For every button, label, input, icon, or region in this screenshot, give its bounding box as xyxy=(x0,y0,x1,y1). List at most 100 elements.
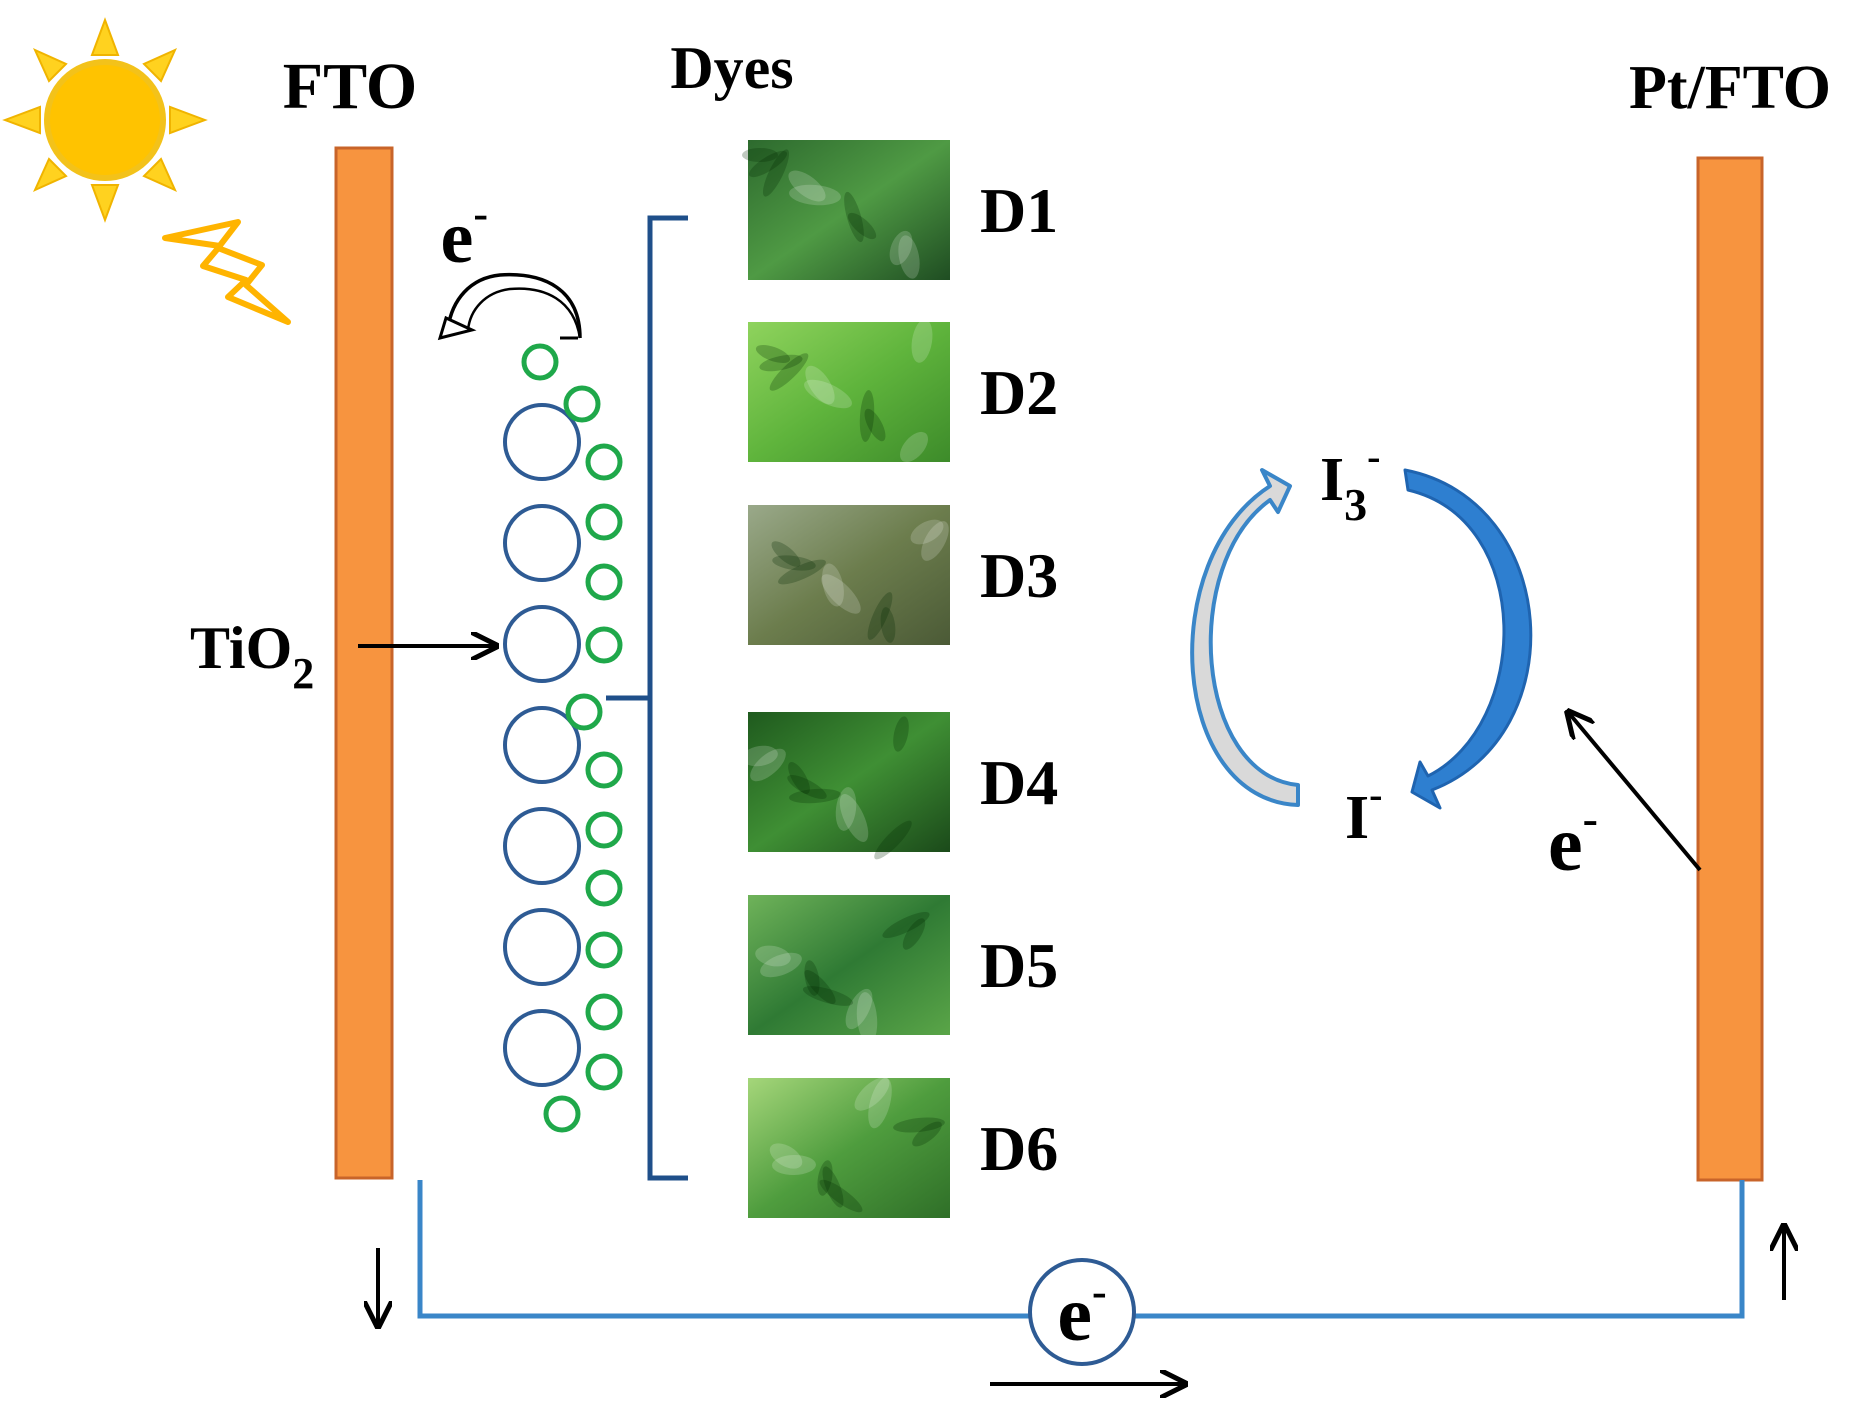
reduction-arrow xyxy=(1403,468,1533,810)
dye-label: D6 xyxy=(980,1113,1058,1184)
dye-molecule xyxy=(521,343,559,381)
leaf-texture xyxy=(787,774,827,800)
leaf-texture xyxy=(835,787,857,831)
dye-label: D5 xyxy=(980,930,1058,1001)
leaf-texture xyxy=(788,170,826,202)
leaf-texture xyxy=(760,952,802,978)
oxidation-arrow xyxy=(1190,468,1300,807)
tio2-label: TiO2 xyxy=(190,615,314,698)
circuit-electron: e- xyxy=(1028,1258,1136,1366)
iodide-label: I- xyxy=(1345,772,1382,852)
dye-photo-long-thin-leaves xyxy=(748,895,950,1035)
leaf-texture xyxy=(874,820,912,860)
dye-molecule xyxy=(585,993,623,1031)
leaf-texture xyxy=(867,592,893,640)
leaf-texture xyxy=(788,762,810,794)
leaf-texture xyxy=(822,563,844,607)
dye-photo-leafy-shrub-with-buds xyxy=(748,140,950,280)
leaf-texture xyxy=(742,148,778,162)
leaf-texture xyxy=(789,184,841,206)
fto-electrode xyxy=(334,146,394,1180)
dye-photo-dense-grass-leaves xyxy=(748,712,950,852)
dye-molecule xyxy=(585,811,623,849)
lightning-icon xyxy=(162,219,291,325)
leaf-texture xyxy=(769,353,809,391)
leaf-texture xyxy=(759,354,803,372)
leaf-texture xyxy=(771,541,801,567)
leaf-texture xyxy=(805,365,835,405)
dye-molecules xyxy=(521,343,623,1133)
dye-label: D1 xyxy=(980,175,1058,246)
dye-molecule xyxy=(585,503,623,541)
dye-label: D3 xyxy=(980,540,1058,611)
leaf-texture xyxy=(859,390,875,442)
leaf-texture xyxy=(889,230,913,266)
leaf-texture xyxy=(899,431,929,463)
leaf-texture xyxy=(742,745,778,767)
leaf-texture xyxy=(902,918,926,950)
fto-label: FTO xyxy=(283,50,417,123)
leaf-texture xyxy=(910,519,944,545)
dye-label: D2 xyxy=(980,357,1058,428)
leaf-texture xyxy=(847,212,877,240)
sun-icon xyxy=(2,17,208,223)
leaf-texture xyxy=(845,988,873,1030)
tio2-particle xyxy=(503,504,581,582)
tio2-particle xyxy=(503,807,581,885)
leaf-texture xyxy=(804,960,820,996)
leaf-texture xyxy=(911,319,933,363)
electron-injection-arrow xyxy=(437,272,582,341)
leaf-texture xyxy=(817,1160,833,1196)
leaf-texture xyxy=(772,555,816,571)
leaf-texture xyxy=(893,716,909,752)
leaf-texture xyxy=(856,992,878,1044)
dye-label: D4 xyxy=(980,747,1058,818)
leaf-texture xyxy=(819,1179,863,1213)
tio2-particles xyxy=(503,403,581,1087)
dye-item: D6 xyxy=(748,1077,1058,1218)
leaf-texture xyxy=(762,149,790,197)
svg-text:e-: e- xyxy=(1057,1267,1106,1357)
dye-molecule xyxy=(585,751,623,789)
leaf-texture xyxy=(898,235,920,279)
pt-fto-electrode xyxy=(1696,156,1764,1182)
leaf-texture xyxy=(880,607,896,643)
leaf-texture xyxy=(748,150,788,178)
dye-molecule xyxy=(585,1053,623,1091)
leaf-texture xyxy=(789,788,841,804)
leaf-texture xyxy=(864,408,886,442)
counter-electron-label: e- xyxy=(1548,793,1598,887)
leaf-texture xyxy=(822,1166,844,1208)
dye-molecule xyxy=(585,563,623,601)
leaf-texture xyxy=(839,794,869,842)
leaf-texture xyxy=(854,1077,890,1111)
dyes-header: Dyes xyxy=(670,35,793,101)
leaf-texture xyxy=(769,1143,803,1169)
dye-molecule xyxy=(543,1095,581,1133)
dye-photo-maple-like-leaves xyxy=(748,1078,950,1218)
leaf-texture xyxy=(778,559,826,585)
leaf-texture xyxy=(755,344,791,364)
dye-molecule xyxy=(565,693,603,731)
leaf-texture xyxy=(772,1154,816,1176)
leaf-texture xyxy=(882,911,930,939)
leaf-texture xyxy=(912,1121,942,1147)
leaf-texture xyxy=(921,521,949,561)
dye-molecule xyxy=(585,869,623,907)
leaf-texture xyxy=(750,748,786,782)
tio2-particle xyxy=(503,605,581,683)
dye-photo-broad-leaf-plant-with-fruit xyxy=(748,505,950,645)
tio2-particle xyxy=(503,908,581,986)
leaf-texture xyxy=(802,986,854,1006)
leaf-texture xyxy=(804,969,836,1005)
tio2-particle xyxy=(503,706,581,784)
pt-fto-label: Pt/FTO xyxy=(1629,54,1831,122)
dye-molecule xyxy=(563,385,601,423)
dye-molecule xyxy=(585,443,623,481)
dye-item: D3 xyxy=(748,505,1058,645)
leaf-texture xyxy=(893,1117,945,1133)
counter-electron-arrow xyxy=(1568,712,1702,872)
leaf-texture xyxy=(868,1077,892,1129)
